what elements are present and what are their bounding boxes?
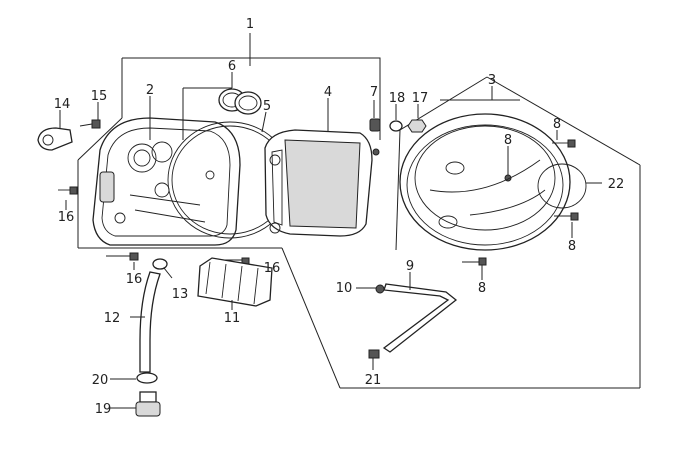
front-cover bbox=[399, 113, 571, 251]
callout-19: 19 bbox=[95, 402, 112, 417]
callout-11: 11 bbox=[224, 311, 241, 326]
connector-duct-11 bbox=[197, 257, 273, 307]
callout-13: 13 bbox=[172, 287, 189, 302]
callout-5: 5 bbox=[263, 99, 271, 114]
callout-1: 1 bbox=[246, 17, 254, 32]
callout-16-left: 16 bbox=[58, 210, 75, 225]
bracket-14 bbox=[37, 127, 73, 151]
cover-o-ring bbox=[537, 163, 587, 209]
callout-8-center: 8 bbox=[504, 133, 512, 148]
plug-19 bbox=[135, 391, 161, 417]
callout-12: 12 bbox=[104, 311, 121, 326]
callout-14: 14 bbox=[54, 97, 71, 112]
filter-element bbox=[264, 129, 380, 237]
clamp-20 bbox=[136, 372, 158, 384]
callout-16-bottom: 16 bbox=[126, 272, 143, 287]
bolt-15 bbox=[79, 119, 101, 129]
callout-22: 22 bbox=[608, 177, 625, 192]
clamp-13 bbox=[152, 258, 168, 270]
callout-4: 4 bbox=[324, 85, 332, 100]
bolt-16-bottom bbox=[106, 252, 139, 261]
screws-8 bbox=[462, 139, 579, 266]
callout-17: 17 bbox=[412, 91, 429, 106]
callout-10: 10 bbox=[336, 281, 353, 296]
part-7-plug bbox=[369, 118, 381, 132]
nut-17 bbox=[407, 119, 427, 133]
callout-6: 6 bbox=[228, 59, 236, 74]
callout-9: 9 bbox=[406, 259, 414, 274]
callout-8-right: 8 bbox=[568, 239, 576, 254]
callout-7: 7 bbox=[370, 85, 378, 100]
callout-labels: 1 2 3 4 5 6 7 8 8 8 8 9 10 11 12 13 14 1… bbox=[54, 17, 625, 417]
leader-lines bbox=[59, 58, 602, 409]
washer-18 bbox=[389, 120, 403, 132]
callout-3: 3 bbox=[488, 73, 496, 88]
callout-20: 20 bbox=[92, 373, 109, 388]
o-rings bbox=[218, 88, 262, 115]
callout-15: 15 bbox=[91, 89, 108, 104]
rear-housing bbox=[92, 117, 241, 246]
callout-2: 2 bbox=[146, 83, 154, 98]
callout-8-top: 8 bbox=[553, 117, 561, 132]
bolt-16-left bbox=[58, 186, 78, 195]
callout-16-right: 16 bbox=[264, 261, 281, 276]
callout-21: 21 bbox=[365, 373, 382, 388]
callout-8-bottom: 8 bbox=[478, 281, 486, 296]
breather-pipe-9 bbox=[368, 283, 458, 359]
drain-tube-12 bbox=[139, 271, 161, 373]
callout-18: 18 bbox=[389, 91, 406, 106]
